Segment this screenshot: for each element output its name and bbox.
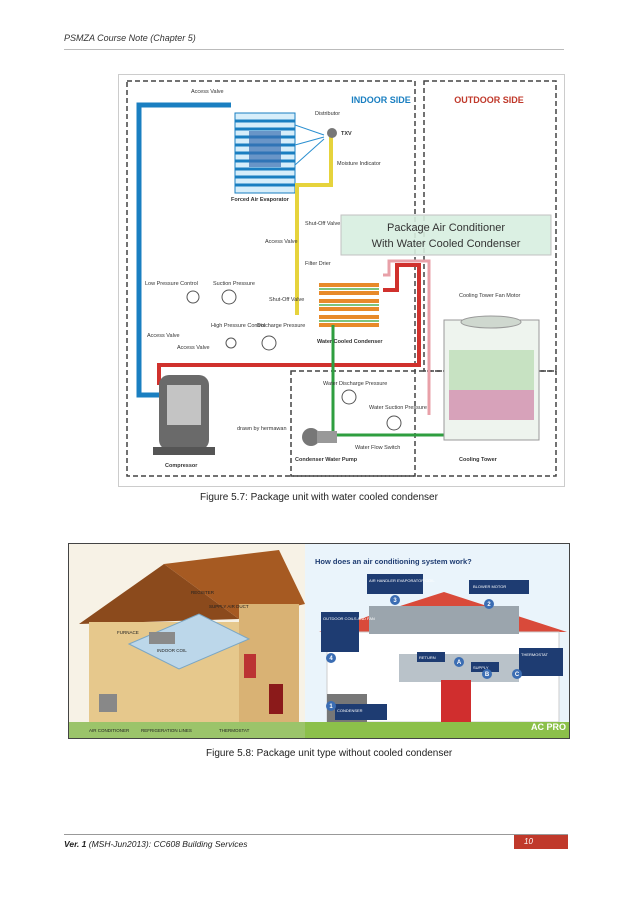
marker-2: 2 — [487, 602, 491, 608]
header-divider — [64, 49, 564, 50]
label-suction-pressure: Suction Pressure — [213, 281, 255, 287]
cooling-tower — [443, 315, 540, 441]
condenser-water-pump — [302, 428, 337, 446]
label-access-valve-left1: Access Valve — [147, 333, 180, 339]
label-furnace: FURNACE — [117, 630, 139, 635]
water-cooled-condenser — [319, 283, 379, 327]
page-number: 10 — [514, 835, 568, 849]
label-blower-motor: BLOWER MOTOR — [473, 584, 506, 589]
label-discharge-pressure: Discharge Pressure — [257, 323, 305, 329]
label-return: RETURN — [419, 655, 436, 660]
diagram-title-line1: Package Air Conditioner — [387, 222, 505, 234]
label-fan-motor: Cooling Tower Fan Motor — [459, 293, 521, 299]
evaporator-coil — [234, 112, 296, 194]
footer-divider — [64, 834, 568, 835]
label-thermostat: THERMOSTAT — [219, 728, 250, 733]
label-evaporator-coil: AIR HANDLER EVAPORATOR COIL — [369, 578, 435, 583]
label-air-conditioner: AIR CONDITIONER — [89, 728, 130, 733]
figure-5-8-caption: Figure 5.8: Package unit type without co… — [206, 748, 453, 759]
label-cooling-tower: Cooling Tower — [459, 457, 498, 463]
marker-4: 4 — [329, 656, 333, 662]
compressor — [153, 375, 215, 455]
marker-3: 3 — [393, 598, 397, 604]
label-condenser-water-pump: Condenser Water Pump — [295, 457, 358, 463]
indoor-boundary — [126, 80, 416, 477]
label-filter-drier: Filter Drier — [305, 261, 331, 267]
figure-5-7-caption: Figure 5.7: Package unit with water cool… — [200, 492, 438, 503]
marker-b: B — [485, 672, 490, 678]
label-shutoff-valve-1: Shut-Off Valve — [305, 221, 340, 227]
indoor-side-label: INDOOR SIDE — [351, 95, 411, 105]
label-drawn-by: drawn by hermawan — [237, 426, 287, 432]
label-water-discharge-pressure: Water Discharge Pressure — [323, 381, 387, 387]
label-supply-air-duct: SUPPLY AIR DUCT — [209, 604, 249, 609]
suction-pipe — [136, 102, 191, 398]
label-indoor-coil: INDOOR COIL — [157, 648, 187, 653]
footer-course: (MSH-Jun2013): CC608 Building Services — [88, 839, 248, 849]
label-shutoff-valve-2: Shut-Off Valve — [269, 297, 304, 303]
label-access-valve-mid: Access Valve — [265, 239, 298, 245]
label-moisture-indicator: Moisture Indicator — [337, 161, 381, 167]
label-evaporator: Forced Air Evaporator — [231, 197, 290, 203]
marker-a: A — [457, 660, 462, 666]
label-condenser: CONDENSER — [337, 708, 363, 713]
label-compressor: Compressor — [165, 463, 198, 469]
figure-package-unit-images: REGISTER SUPPLY AIR DUCT FURNACE INDOOR … — [68, 543, 570, 739]
page-header: PSMZA Course Note (Chapter 5) — [64, 33, 196, 43]
label-refrigeration-lines: REFRIGERATION LINES — [141, 728, 192, 733]
house-cutaway-illustration: REGISTER SUPPLY AIR DUCT FURNACE INDOOR … — [69, 544, 305, 738]
label-outdoor-coils: OUTDOOR COILS AND FAN — [323, 616, 375, 621]
label-txv: TXV — [341, 131, 352, 137]
label-high-pressure-control: High Pressure Control — [211, 323, 265, 329]
how-ac-works-infographic: How does an air conditioning system work… — [305, 544, 569, 738]
discharge-pipe — [157, 263, 421, 385]
footer-version: Ver. 1 — [64, 839, 87, 849]
label-supply: SUPPLY — [473, 665, 489, 670]
marker-1: 1 — [329, 704, 333, 710]
liquid-pipe — [295, 137, 333, 315]
diagram-title-line2: With Water Cooled Condenser — [372, 238, 521, 250]
page-footer: Ver. 1 (MSH-Jun2013): CC608 Building Ser… — [64, 839, 248, 849]
infographic-title: How does an air conditioning system work… — [315, 557, 472, 566]
label-register: REGISTER — [191, 590, 215, 595]
marker-c: C — [515, 672, 520, 678]
outdoor-side-label: OUTDOOR SIDE — [454, 95, 524, 105]
label-water-flow-switch: Water Flow Switch — [355, 445, 400, 451]
label-thermostat-right: THERMOSTAT — [521, 652, 549, 657]
label-water-suction-pressure: Water Suction Pressure — [369, 405, 427, 411]
label-access-valve-top: Access Valve — [191, 89, 224, 95]
label-water-cooled-condenser: Water Cooled Condenser — [317, 339, 383, 345]
acpro-logo: AC PRO — [531, 722, 566, 732]
txv-icon — [327, 128, 337, 138]
label-access-valve-left2: Access Valve — [177, 345, 210, 351]
figure-water-cooled-diagram: INDOOR SIDE OUTDOOR SIDE Package Air Con… — [118, 74, 565, 487]
label-distributor: Distributor — [315, 111, 340, 117]
label-low-pressure-control: Low Pressure Control — [145, 281, 198, 287]
